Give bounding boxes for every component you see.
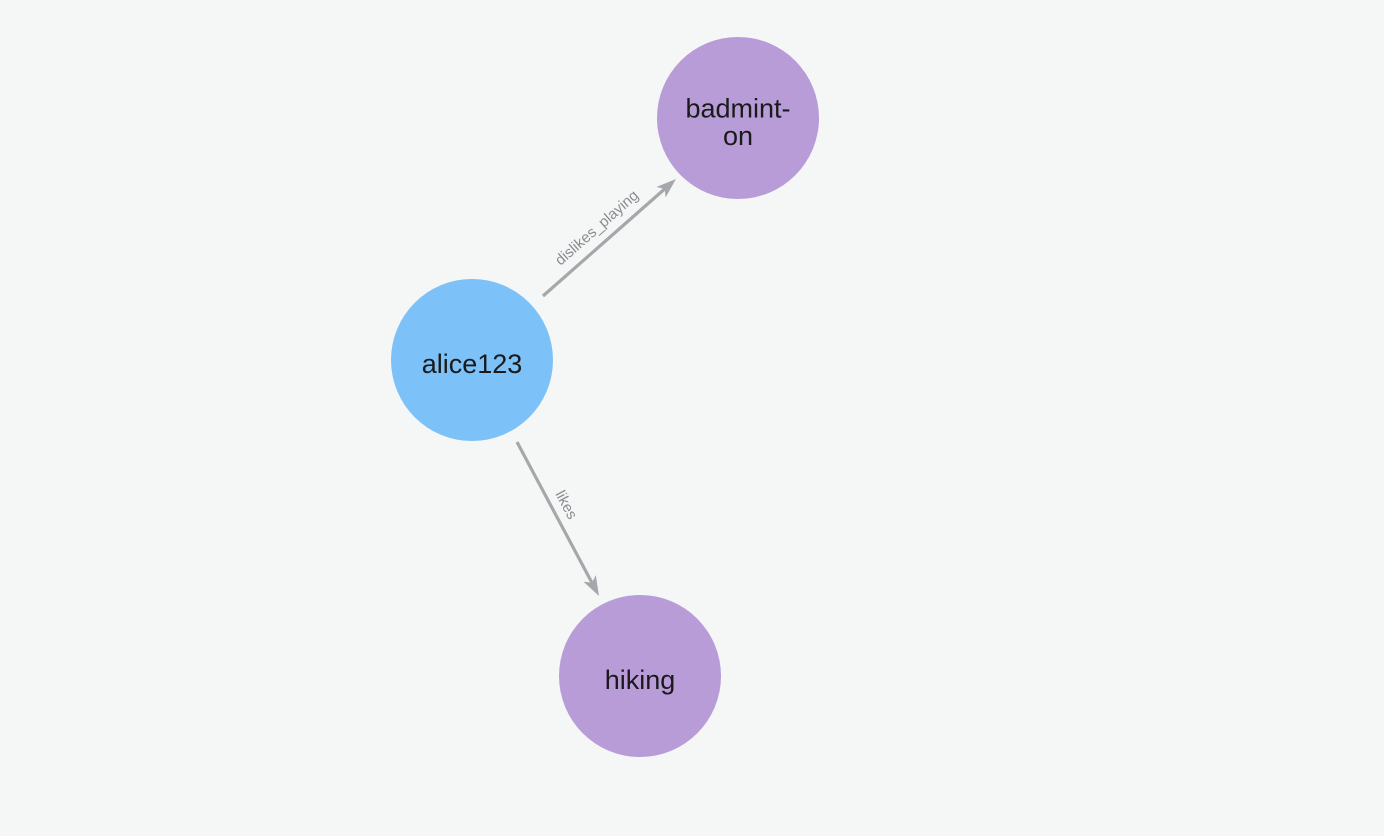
edge-arrowhead	[583, 575, 599, 596]
node-label: hiking	[605, 665, 676, 695]
node-circle[interactable]	[657, 37, 819, 199]
node-hiking[interactable]: hiking	[559, 595, 721, 757]
edge-likes: likes	[515, 441, 599, 596]
node-circle[interactable]	[559, 595, 721, 757]
edge-line[interactable]	[515, 441, 594, 585]
node-badminton[interactable]: badmint-on	[657, 37, 819, 199]
edge-dislikes_playing: dislikes_playing	[541, 179, 676, 298]
node-label: alice123	[422, 349, 523, 379]
node-circle[interactable]	[391, 279, 553, 441]
node-label: badmint-	[685, 93, 790, 123]
edge-arrowhead	[656, 179, 676, 198]
node-alice123[interactable]: alice123	[391, 279, 553, 441]
edge-line[interactable]	[541, 187, 667, 298]
node-label: on	[723, 121, 753, 151]
edge-label: dislikes_playing	[552, 187, 642, 269]
